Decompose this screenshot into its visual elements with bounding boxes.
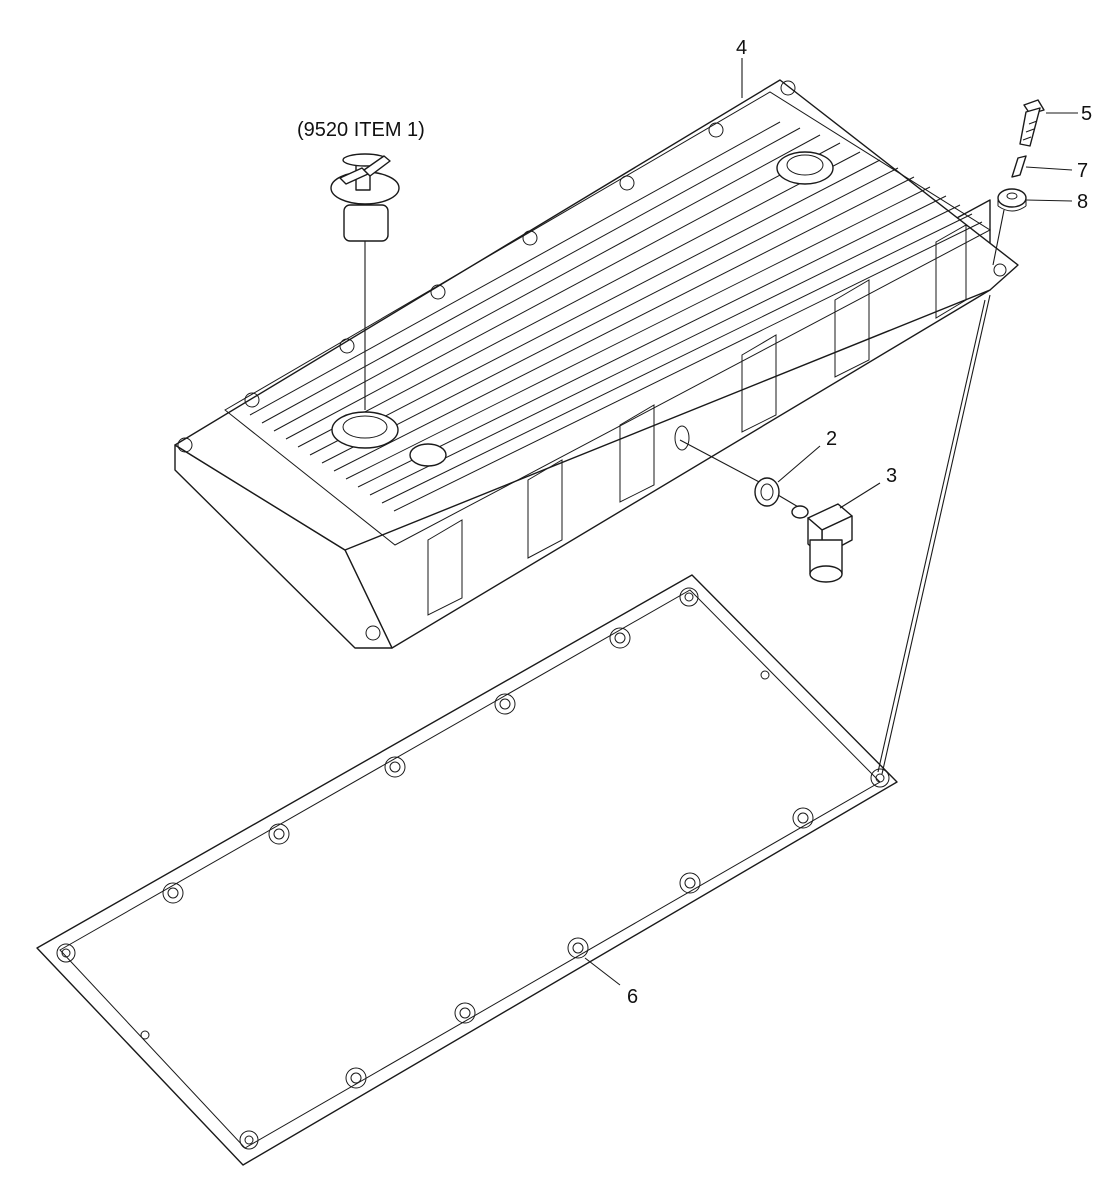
- callout-8: 8: [1077, 191, 1088, 213]
- breather-cap: [330, 153, 400, 410]
- gasket-bolt-holes: [56, 587, 890, 1150]
- valve-cover: [174, 79, 1019, 649]
- cover-bolt-bosses: [177, 80, 1007, 641]
- alignment-line-bolt: [992, 209, 1005, 266]
- callout-2: 2: [826, 428, 837, 450]
- callout-3: 3: [886, 465, 897, 487]
- reference-note: (9520 ITEM 1): [297, 119, 425, 141]
- drain-port: [674, 425, 690, 451]
- alignment-line-gasket-a: [877, 299, 986, 773]
- bolt-part: [1019, 99, 1045, 147]
- plug-part: [679, 439, 780, 507]
- sensor-port: [409, 443, 447, 467]
- filler-neck-front: [331, 411, 399, 449]
- side-pockets: [427, 224, 967, 616]
- elbow-fitting-part: [777, 494, 853, 583]
- callout-5: 5: [1081, 103, 1092, 125]
- pin-part: [1011, 155, 1027, 178]
- callout-7: 7: [1077, 160, 1088, 182]
- cover-ribs: [249, 121, 983, 512]
- callout-6: 6: [627, 986, 638, 1008]
- callout-4: 4: [736, 37, 747, 59]
- spacer-part: [997, 188, 1027, 212]
- filler-neck-rear: [776, 151, 834, 185]
- callout-leaders: [584, 58, 1078, 986]
- alignment-line-gasket-b: [881, 294, 991, 775]
- gasket: [36, 574, 898, 1166]
